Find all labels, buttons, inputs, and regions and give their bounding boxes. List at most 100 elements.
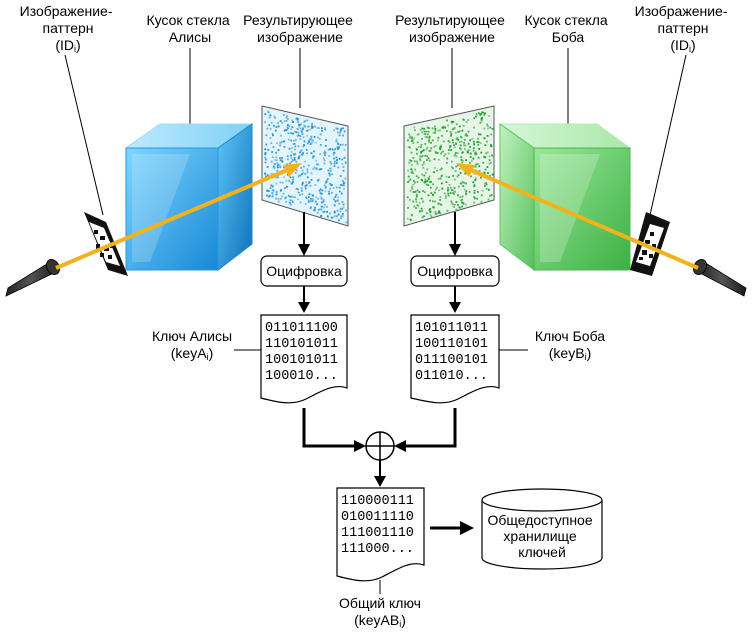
noise-dot	[428, 150, 431, 152]
noise-dot	[485, 188, 488, 190]
noise-dot	[433, 171, 435, 174]
noise-dot	[324, 150, 326, 153]
noise-dot	[301, 126, 304, 129]
noise-dot	[304, 187, 307, 190]
noise-dot	[483, 137, 486, 140]
noise-dot	[425, 183, 428, 186]
noise-dot	[460, 156, 463, 159]
noise-dot	[335, 140, 338, 143]
noise-dot	[437, 177, 440, 180]
noise-dot	[333, 198, 335, 201]
noise-dot	[430, 192, 433, 194]
bob-digitize-label: Оцифровка	[417, 263, 493, 279]
noise-dot	[455, 208, 458, 211]
noise-dot	[288, 125, 291, 127]
alice-digitize-box	[260, 255, 348, 287]
noise-dot	[431, 139, 434, 142]
noise-dot	[459, 168, 461, 170]
noise-dot	[472, 181, 475, 184]
noise-dot	[275, 126, 278, 128]
noise-dot	[341, 215, 344, 217]
noise-dot	[279, 198, 282, 200]
noise-dot	[333, 157, 336, 160]
noise-dot	[269, 137, 272, 139]
noise-dot	[407, 207, 409, 209]
noise-dot	[415, 195, 418, 198]
noise-dot	[418, 210, 421, 213]
noise-dot	[485, 152, 488, 155]
noise-dot	[279, 189, 282, 191]
noise-dot	[411, 170, 414, 173]
noise-dot	[412, 142, 415, 144]
noise-dot	[318, 189, 321, 192]
noise-dot	[419, 158, 421, 160]
noise-dot	[341, 179, 344, 182]
noise-dot	[465, 121, 468, 123]
noise-dot	[300, 166, 303, 169]
noise-dot	[313, 166, 316, 169]
noise-dot	[445, 181, 448, 184]
noise-dot	[308, 193, 311, 195]
noise-dot	[467, 151, 470, 154]
noise-dot	[278, 164, 281, 166]
noise-dot	[491, 154, 493, 157]
noise-dot	[272, 146, 275, 148]
noise-dot	[434, 132, 436, 134]
noise-dot	[421, 210, 424, 212]
noise-dot	[333, 204, 336, 207]
noise-dot	[275, 191, 278, 193]
noise-dot	[477, 156, 480, 159]
bob-laser-arrowhead	[456, 163, 475, 177]
noise-dot	[446, 157, 449, 160]
noise-dot	[292, 153, 295, 155]
noise-dot	[469, 152, 472, 155]
noise-dot	[480, 118, 483, 120]
noise-dot	[322, 200, 325, 203]
noise-dot	[486, 140, 488, 143]
noise-dot	[465, 192, 467, 195]
noise-dot	[340, 217, 343, 219]
noise-dot	[462, 181, 465, 184]
noise-dot	[301, 133, 304, 135]
noise-dot	[440, 182, 443, 185]
noise-dot	[270, 160, 273, 163]
noise-dot	[464, 172, 467, 175]
noise-dot	[417, 133, 420, 135]
noise-dot	[483, 127, 486, 130]
noise-dot	[437, 152, 439, 154]
noise-dot	[287, 127, 289, 130]
noise-dot	[484, 156, 487, 159]
noise-dot	[426, 146, 429, 149]
noise-dot	[465, 159, 467, 161]
noise-dot	[288, 147, 291, 150]
noise-dot	[345, 221, 348, 224]
noise-dot	[462, 124, 465, 127]
noise-dot	[315, 168, 318, 171]
noise-dot	[277, 149, 280, 151]
noise-dot	[429, 214, 432, 216]
noise-dot	[342, 127, 344, 130]
noise-dot	[473, 152, 476, 154]
noise-dot	[328, 212, 331, 215]
noise-dot	[480, 151, 483, 154]
noise-dot	[489, 175, 491, 177]
noise-dot	[476, 163, 479, 165]
noise-dot	[460, 199, 462, 202]
noise-dot	[333, 162, 336, 165]
noise-dot	[478, 165, 481, 168]
noise-dot	[342, 134, 344, 137]
noise-dot	[479, 122, 482, 124]
noise-dot	[457, 174, 460, 177]
noise-dot	[338, 186, 341, 189]
noise-dot	[477, 137, 479, 140]
noise-dot	[408, 199, 411, 201]
noise-dot	[291, 182, 293, 185]
noise-dot	[423, 133, 426, 135]
noise-dot	[475, 163, 477, 166]
noise-dot	[279, 159, 282, 162]
noise-dot	[455, 165, 458, 168]
noise-dot	[336, 146, 339, 149]
noise-dot	[449, 131, 452, 133]
noise-dot	[489, 126, 492, 129]
noise-dot	[343, 184, 346, 187]
